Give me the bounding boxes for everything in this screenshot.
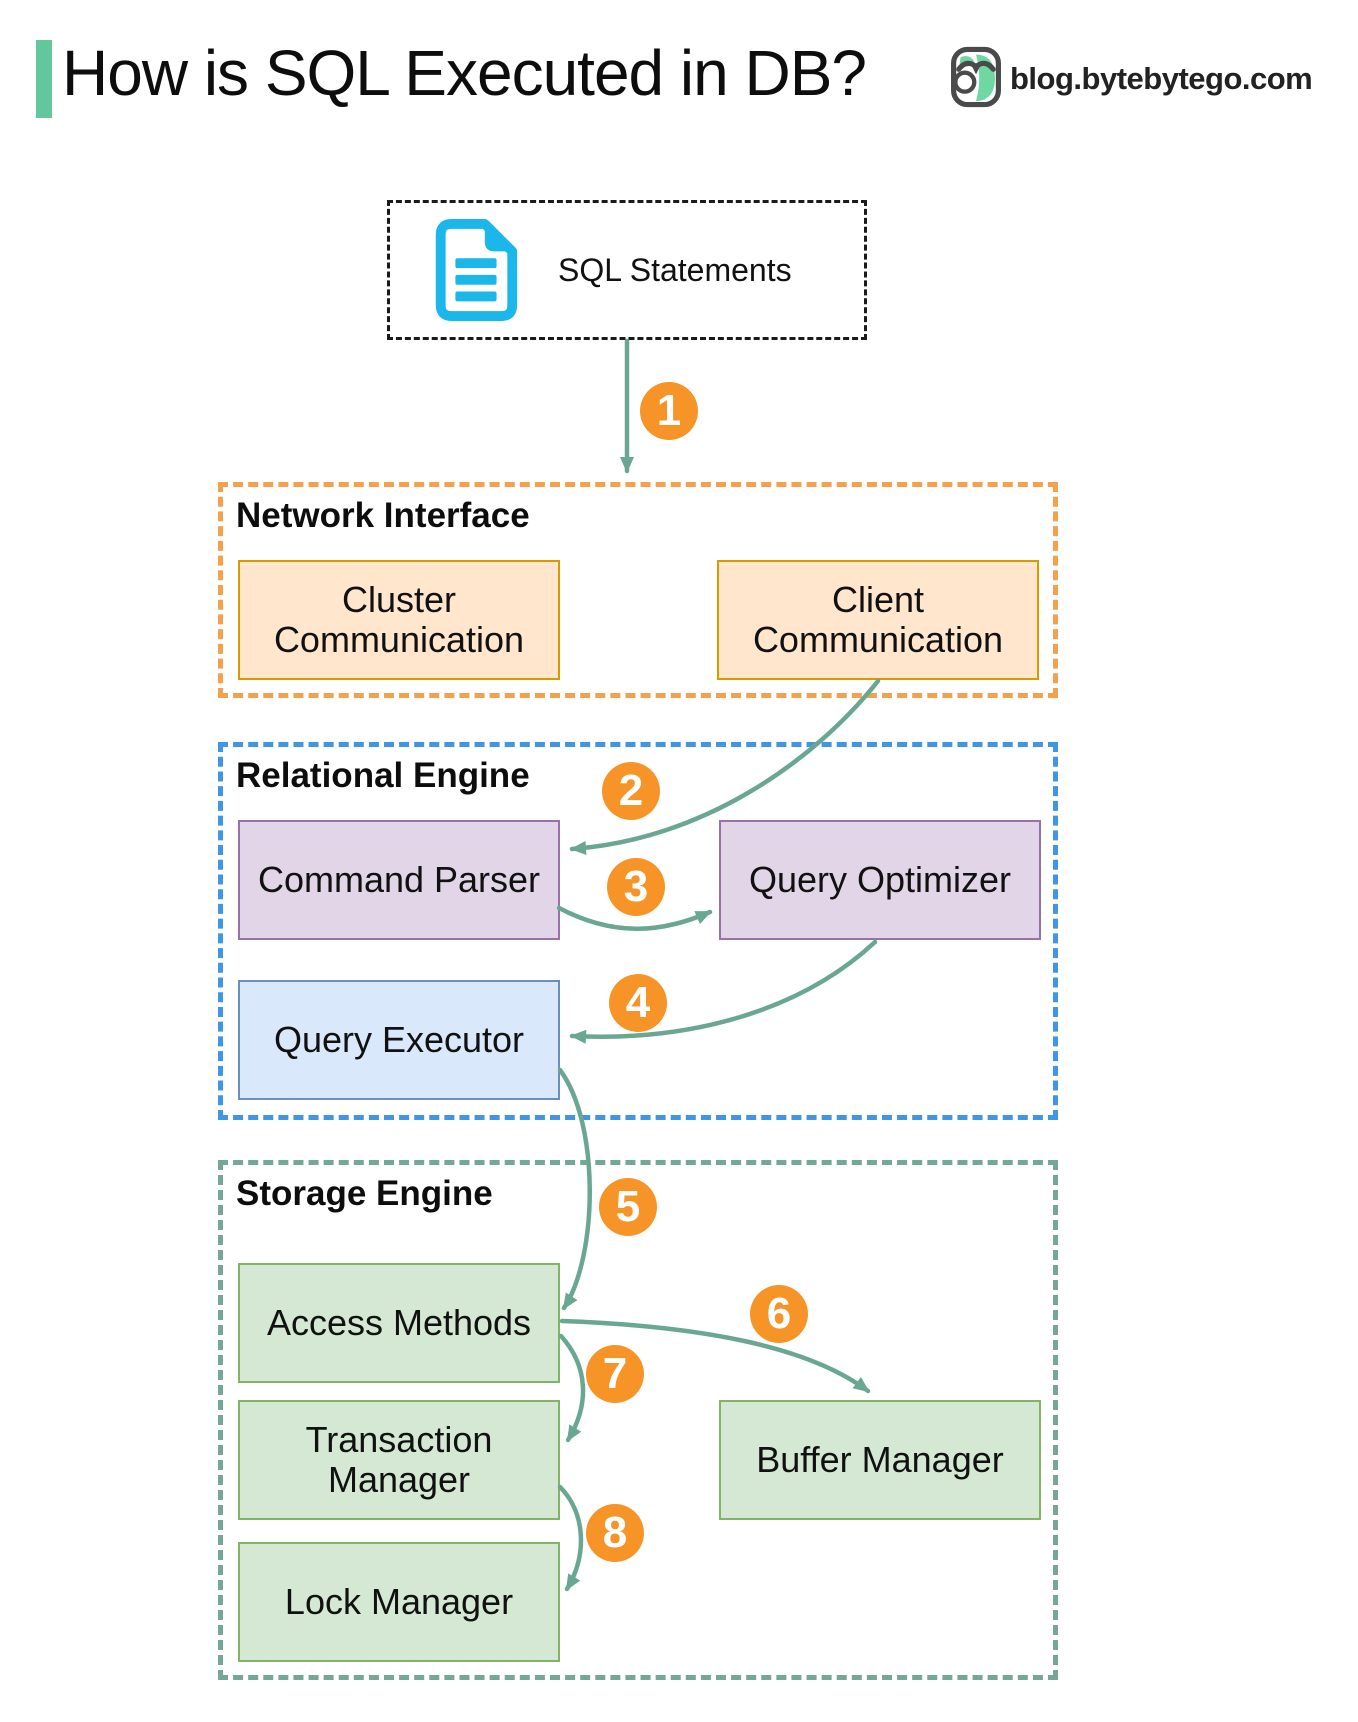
title-accent-bar xyxy=(36,40,52,118)
box-cluster-communication: Cluster Communication xyxy=(238,560,560,680)
section-label-relational-engine: Relational Engine xyxy=(236,756,530,795)
box-command-parser: Command Parser xyxy=(238,820,560,940)
brand: blog.bytebytego.com xyxy=(950,46,1313,108)
page-title: How is SQL Executed in DB? xyxy=(62,37,867,109)
step-badge-7: 7 xyxy=(586,1345,644,1403)
step-badge-2: 2 xyxy=(602,762,660,820)
step-badge-8: 8 xyxy=(586,1504,644,1562)
sql-statements-label: SQL Statements xyxy=(558,251,792,288)
box-query-executor: Query Executor xyxy=(238,980,560,1100)
box-transaction-manager: Transaction Manager xyxy=(238,1400,560,1520)
bytebytego-logo-icon xyxy=(951,46,1001,108)
step-badge-1: 1 xyxy=(640,382,698,440)
document-icon xyxy=(435,219,518,321)
sql-statements-box: SQL Statements xyxy=(387,200,867,340)
step-badge-4: 4 xyxy=(609,974,667,1032)
step-badge-5: 5 xyxy=(599,1178,657,1236)
section-label-storage-engine: Storage Engine xyxy=(236,1174,493,1213)
section-label-network-interface: Network Interface xyxy=(236,496,530,535)
box-buffer-manager: Buffer Manager xyxy=(719,1400,1041,1520)
step-badge-3: 3 xyxy=(607,858,665,916)
box-lock-manager: Lock Manager xyxy=(238,1542,560,1662)
step-badge-6: 6 xyxy=(750,1285,808,1343)
box-query-optimizer: Query Optimizer xyxy=(719,820,1041,940)
section-storage-engine: Storage Engine xyxy=(218,1160,1058,1680)
box-client-communication: Client Communication xyxy=(717,560,1039,680)
brand-text: blog.bytebytego.com xyxy=(1010,61,1313,96)
box-access-methods: Access Methods xyxy=(238,1263,560,1383)
